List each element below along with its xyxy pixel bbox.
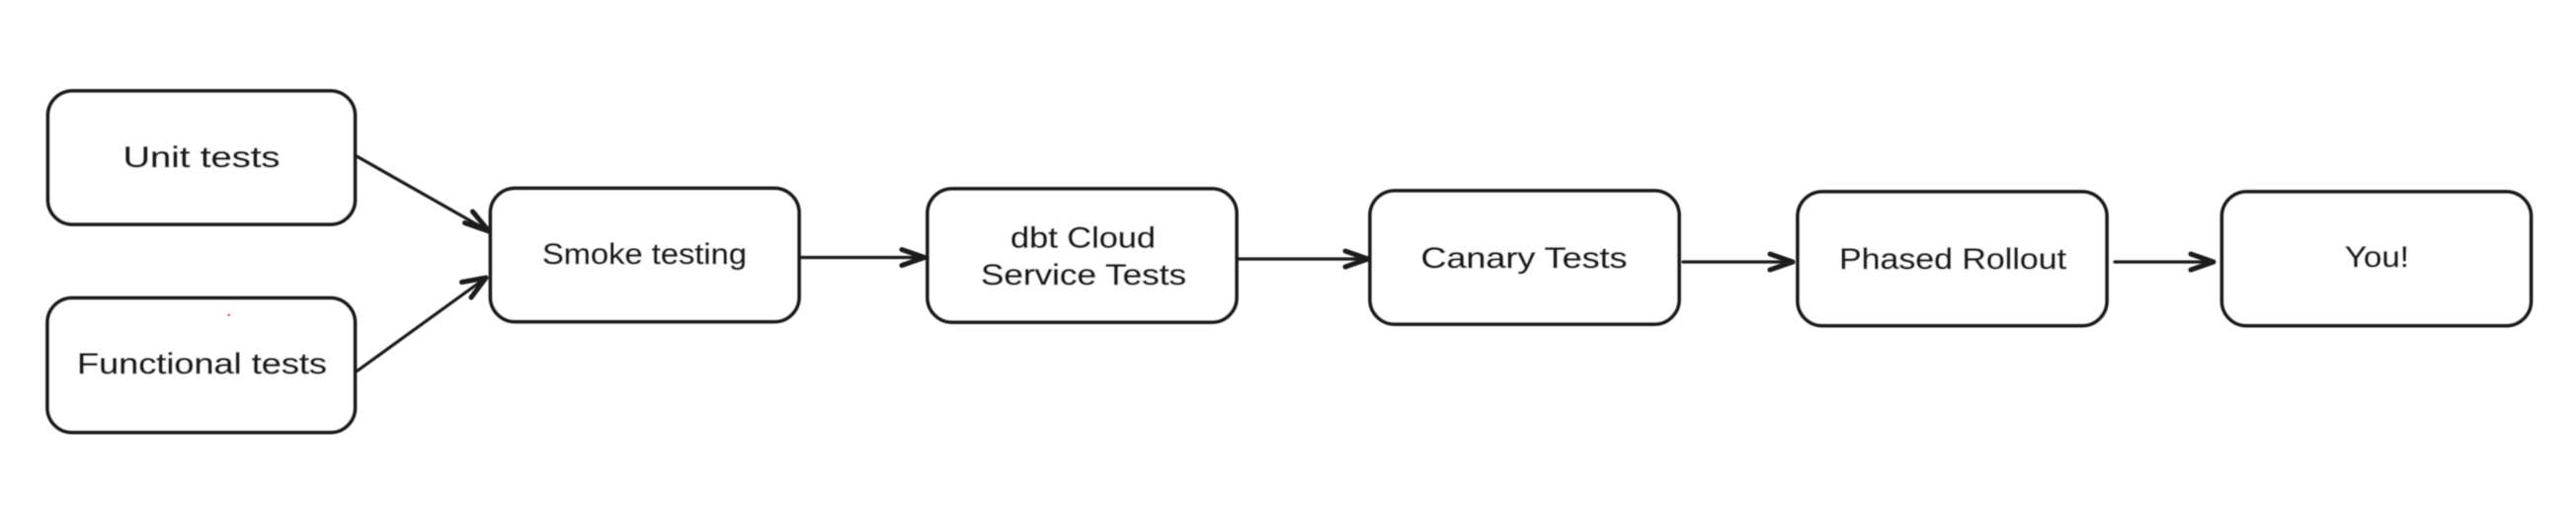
svg-text:Functional tests: Functional tests (77, 348, 327, 381)
svg-text:Service Tests: Service Tests (981, 259, 1186, 292)
svg-text:Unit tests: Unit tests (123, 141, 281, 174)
svg-text:Canary Tests: Canary Tests (1421, 242, 1628, 275)
svg-text:Smoke testing: Smoke testing (542, 238, 747, 271)
svg-text:dbt Cloud: dbt Cloud (1010, 222, 1156, 255)
svg-text:Phased Rollout: Phased Rollout (1839, 243, 2067, 276)
svg-text:You!: You! (2345, 241, 2409, 274)
